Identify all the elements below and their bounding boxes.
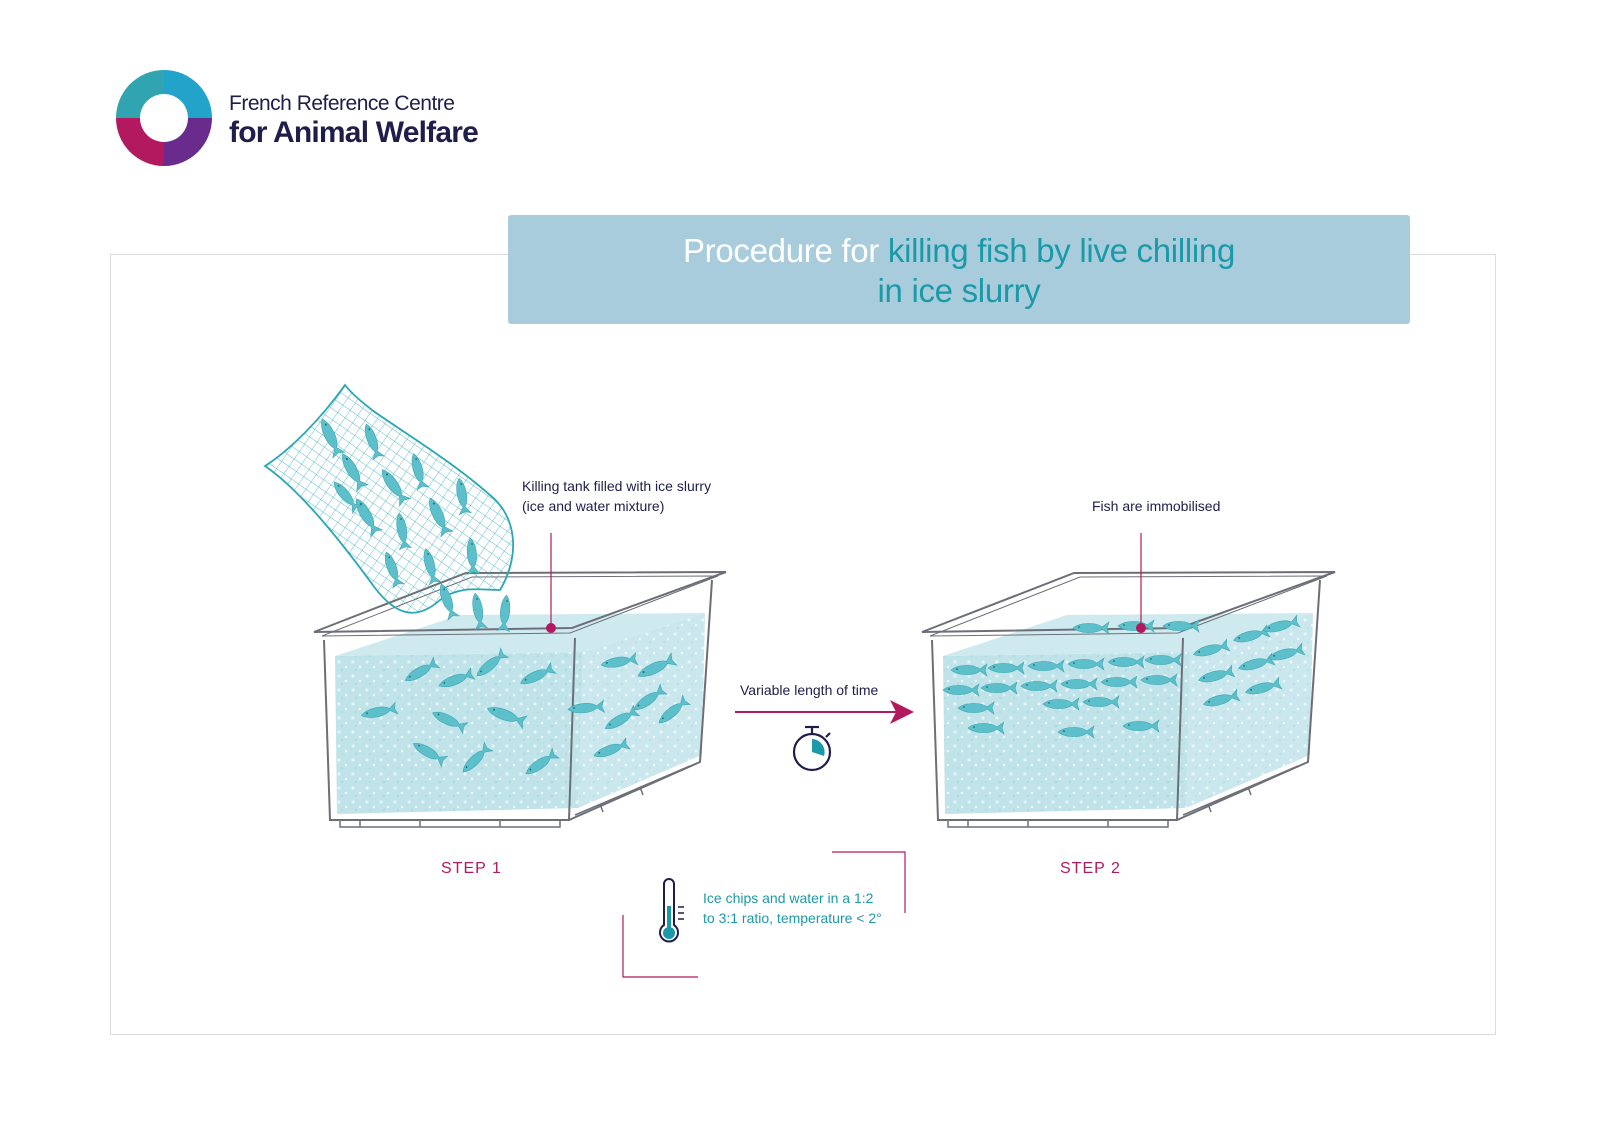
tank-step2 bbox=[921, 571, 1336, 828]
title-part3: by live chilling bbox=[1036, 232, 1236, 269]
logo: French Reference Centre for Animal Welfa… bbox=[112, 66, 479, 170]
logo-mark-icon bbox=[116, 70, 212, 166]
step2-label: STEP 2 bbox=[1060, 860, 1121, 877]
callout1-dot bbox=[546, 623, 556, 633]
title-box: Procedure for killing fish by live chill… bbox=[508, 215, 1410, 324]
logo-text-line1: French Reference Centre bbox=[229, 92, 455, 115]
fish-net bbox=[263, 383, 515, 632]
slurry-note-line1: Ice chips and water in a 1:2 bbox=[703, 890, 874, 906]
callout2-text: Fish are immobilised bbox=[1092, 498, 1221, 514]
tank-step1 bbox=[313, 571, 727, 828]
callout2-dot bbox=[1136, 623, 1146, 633]
title-part2: killing fish bbox=[887, 232, 1028, 269]
step1-label: STEP 1 bbox=[441, 860, 502, 877]
transition-arrow bbox=[735, 700, 914, 724]
logo-text-line2: for Animal Welfare bbox=[229, 116, 479, 149]
callout1-line1: Killing tank filled with ice slurry bbox=[522, 478, 712, 494]
note-frame-bottom-left bbox=[622, 915, 698, 978]
transition-label: Variable length of time bbox=[740, 682, 879, 698]
title-part1: Procedure for bbox=[682, 232, 880, 269]
slurry-note-line2: to 3:1 ratio, temperature < 2° bbox=[703, 910, 882, 926]
stopwatch-icon bbox=[792, 725, 832, 772]
note-frame-top-right bbox=[832, 851, 906, 913]
title-part4: in ice slurry bbox=[877, 272, 1041, 309]
thermometer-icon bbox=[659, 878, 684, 943]
callout1-line2: (ice and water mixture) bbox=[522, 498, 665, 514]
